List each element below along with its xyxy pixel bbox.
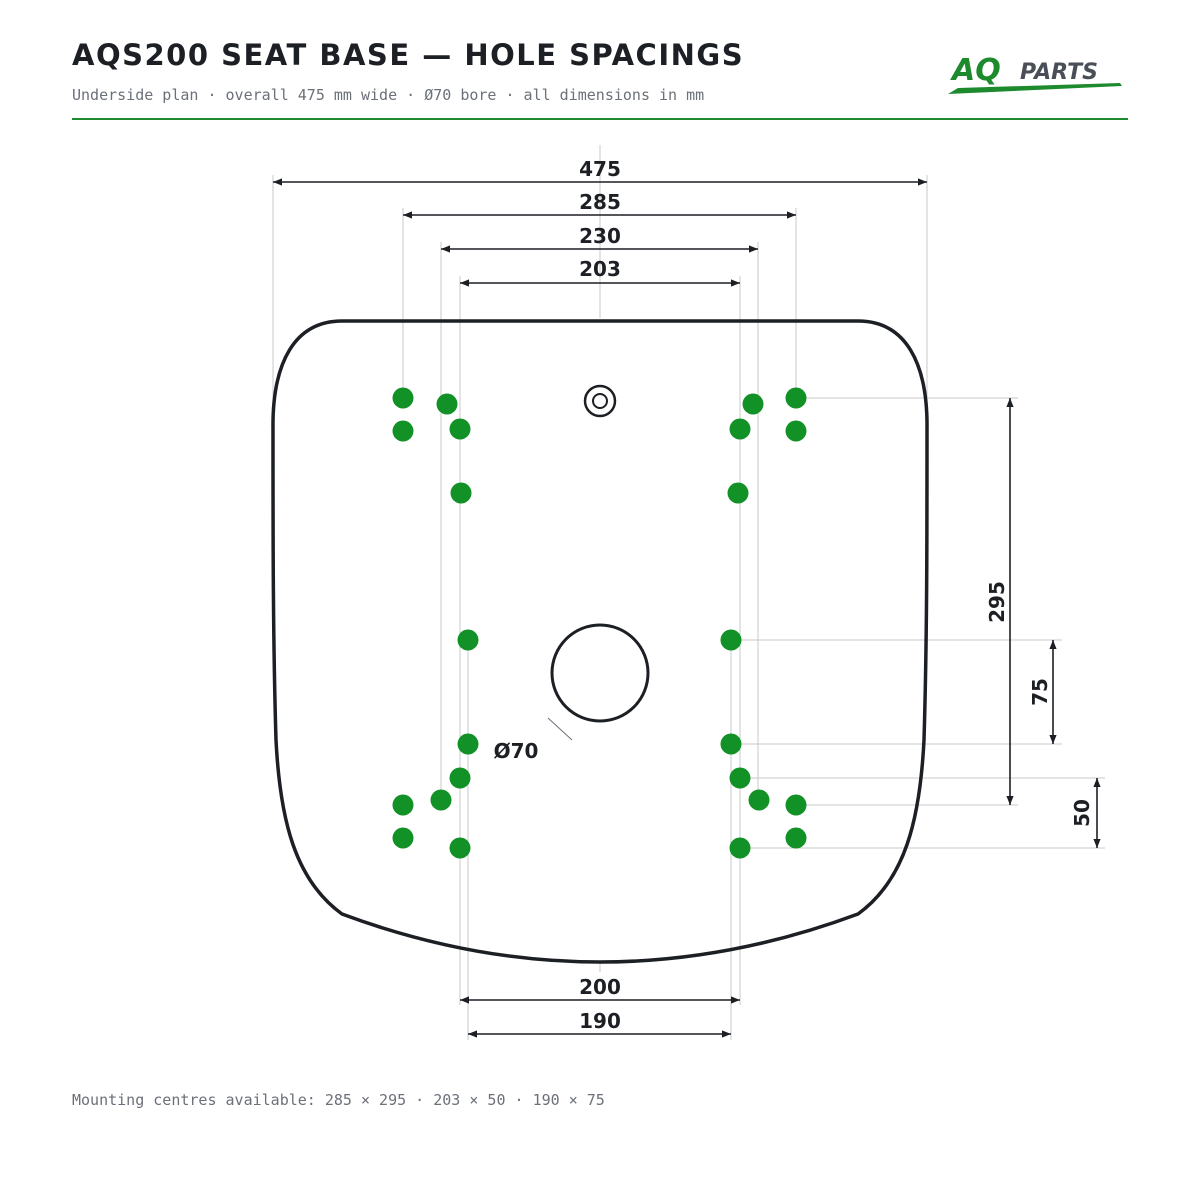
dim-label-295: 295	[985, 581, 1009, 623]
mounting-hole	[392, 420, 414, 442]
mounting-hole	[727, 482, 749, 504]
dim-label-230: 230	[579, 224, 621, 248]
mounting-hole	[457, 733, 479, 755]
aq-parts-logo: AQ PARTS	[948, 53, 1122, 94]
seat-base-outline	[271, 319, 929, 964]
page-title: AQS200 SEAT BASE — HOLE SPACINGS	[72, 38, 745, 72]
mounting-hole	[436, 393, 458, 415]
small-bolt-hole-inner	[592, 393, 608, 409]
mounting-hole	[720, 629, 742, 651]
page-subtitle: Underside plan · overall 475 mm wide · Ø…	[72, 86, 705, 104]
mounting-hole	[748, 789, 770, 811]
dim-label-75: 75	[1028, 678, 1052, 706]
logo-swoosh	[948, 83, 1122, 94]
footer-note: Mounting centres available: 285 × 295 · …	[72, 1091, 605, 1109]
mounting-hole	[729, 837, 751, 859]
mounting-hole	[392, 387, 414, 409]
dim-label-285: 285	[579, 190, 621, 214]
mounting-hole	[729, 767, 751, 789]
dim-label-50: 50	[1070, 799, 1094, 827]
central-bore	[550, 623, 650, 723]
mounting-hole	[392, 794, 414, 816]
mounting-hole	[449, 767, 471, 789]
dim-label-200: 200	[579, 975, 621, 999]
mounting-hole	[785, 420, 807, 442]
header-divider	[72, 118, 1128, 120]
mounting-hole	[449, 418, 471, 440]
dimension-lines	[273, 178, 1101, 1038]
dim-label-203: 203	[579, 257, 621, 281]
extension-lines	[272, 145, 1105, 1040]
mounting-hole	[785, 387, 807, 409]
mounting-hole	[449, 837, 471, 859]
logo-parts-text: PARTS	[1020, 60, 1098, 85]
mounting-holes	[392, 387, 807, 859]
mounting-hole	[457, 629, 479, 651]
dim-label-190: 190	[579, 1009, 621, 1033]
mounting-hole	[392, 827, 414, 849]
dim-label-475: 475	[579, 157, 621, 181]
small-bolt-hole-outer	[583, 384, 617, 418]
mounting-hole	[720, 733, 742, 755]
mounting-hole	[785, 794, 807, 816]
mounting-hole	[785, 827, 807, 849]
mounting-hole	[729, 418, 751, 440]
mounting-hole	[450, 482, 472, 504]
mounting-hole	[430, 789, 452, 811]
logo-aq-text: AQ	[950, 53, 1001, 88]
mounting-hole	[742, 393, 764, 415]
bore-label: Ø70	[494, 739, 539, 763]
